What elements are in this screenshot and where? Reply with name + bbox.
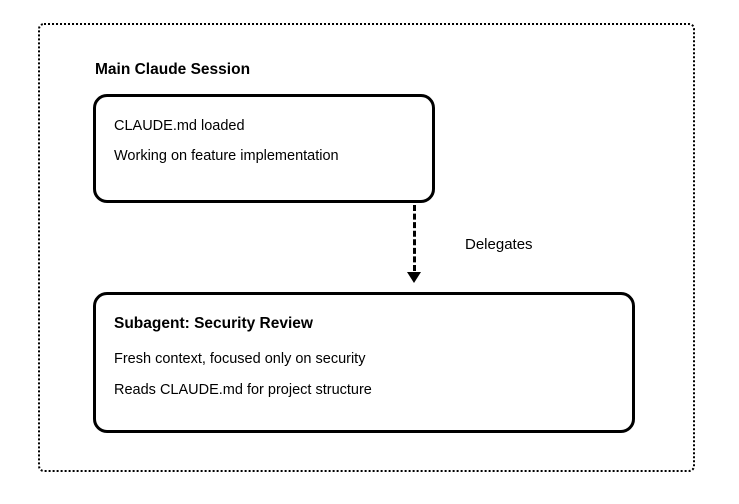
- subagent-title: Subagent: Security Review: [114, 315, 313, 332]
- main-session-line-1: CLAUDE.md loaded: [114, 118, 245, 134]
- delegates-arrow-head-icon: [407, 272, 421, 283]
- subagent-line-1: Fresh context, focused only on security: [114, 351, 366, 367]
- delegates-arrow-label: Delegates: [465, 236, 533, 253]
- main-session-title: Main Claude Session: [95, 61, 251, 78]
- subagent-line-2: Reads CLAUDE.md for project structure: [114, 382, 372, 398]
- subagent-box: Subagent: Security Review Fresh context,…: [93, 292, 635, 433]
- diagram-outer-dotted-border: [38, 23, 695, 472]
- main-session-box: CLAUDE.md loaded Working on feature impl…: [93, 94, 435, 203]
- delegates-arrow-line: [413, 205, 416, 271]
- main-session-line-2: Working on feature implementation: [114, 148, 339, 164]
